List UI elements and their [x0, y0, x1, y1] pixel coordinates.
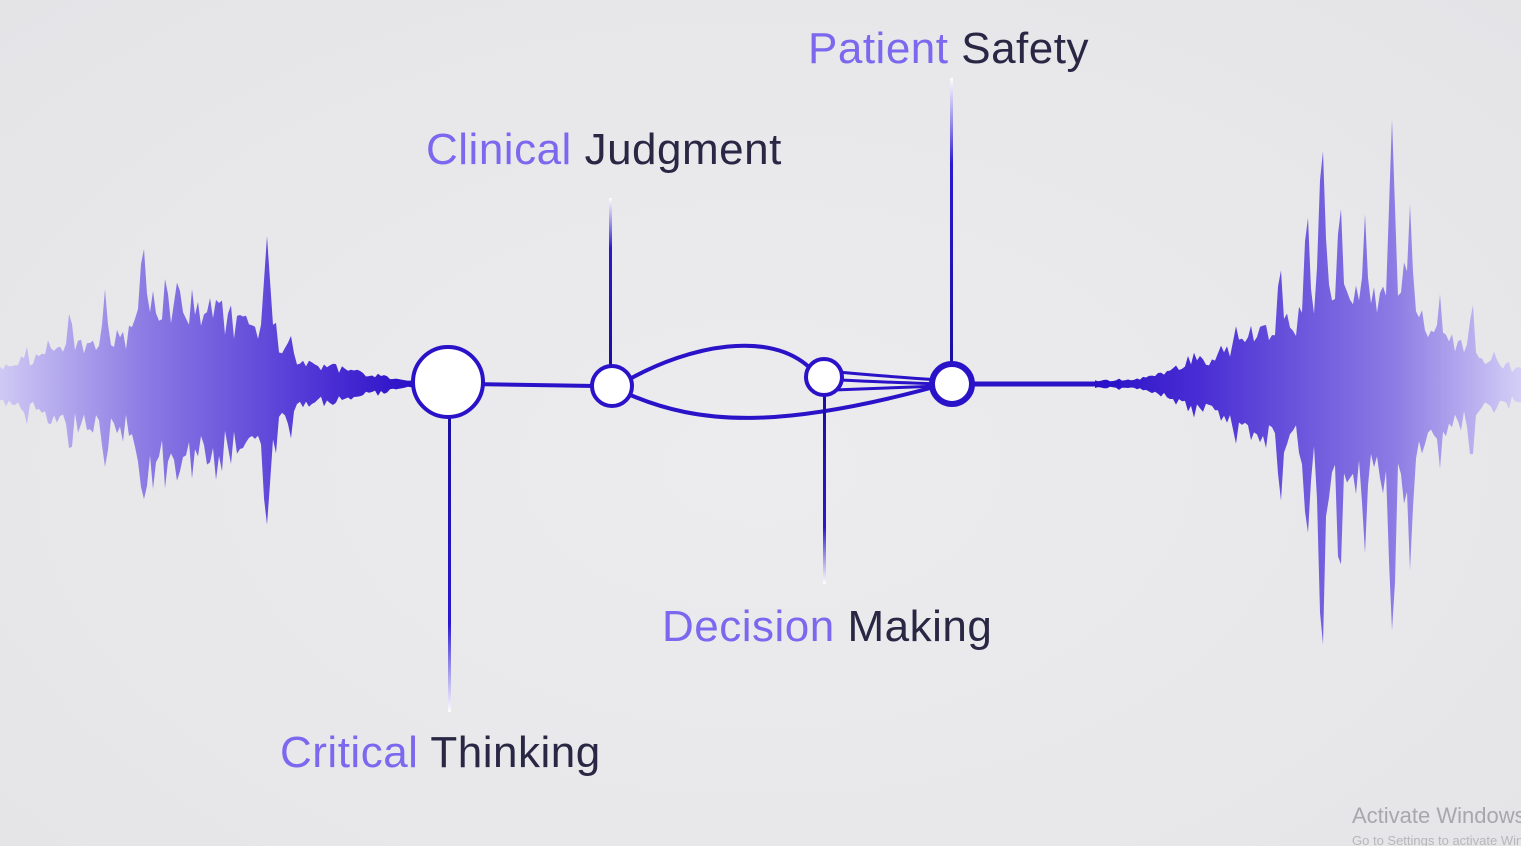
fan-line-2	[839, 378, 941, 386]
label-critical-thinking-main: Thinking	[430, 728, 601, 777]
label-critical-thinking: Critical Thinking	[280, 731, 601, 775]
node-decision-making	[804, 357, 844, 397]
stem-clinical-judgment	[609, 198, 612, 366]
fan-line-1	[837, 370, 941, 382]
label-decision-making-accent: Decision	[662, 602, 835, 651]
main-line-1	[469, 382, 597, 388]
activate-windows-watermark: Activate Windows	[1352, 803, 1521, 828]
label-decision-making-main: Making	[847, 602, 993, 651]
node-critical-thinking	[411, 345, 485, 419]
node-patient-safety	[929, 361, 975, 407]
label-patient-safety: Patient Safety	[808, 27, 1089, 71]
label-patient-safety-accent: Patient	[808, 24, 949, 73]
node-clinical-judgment	[590, 364, 634, 408]
lens-upper-curve	[627, 343, 812, 382]
right-waveform	[1095, 119, 1521, 645]
lens-lower-curve	[627, 382, 946, 420]
label-decision-making: Decision Making	[662, 605, 992, 649]
stem-decision-making	[823, 396, 826, 584]
label-clinical-judgment: Clinical Judgment	[426, 128, 782, 172]
label-patient-safety-main: Safety	[961, 24, 1089, 73]
stem-critical-thinking	[448, 418, 451, 712]
stem-patient-safety	[950, 78, 953, 363]
activate-windows-subtitle: Go to Settings to activate Windows.	[1352, 833, 1521, 846]
left-waveform	[0, 236, 414, 525]
label-clinical-judgment-accent: Clinical	[426, 125, 572, 174]
label-critical-thinking-accent: Critical	[280, 728, 419, 777]
label-clinical-judgment-main: Judgment	[584, 125, 782, 174]
